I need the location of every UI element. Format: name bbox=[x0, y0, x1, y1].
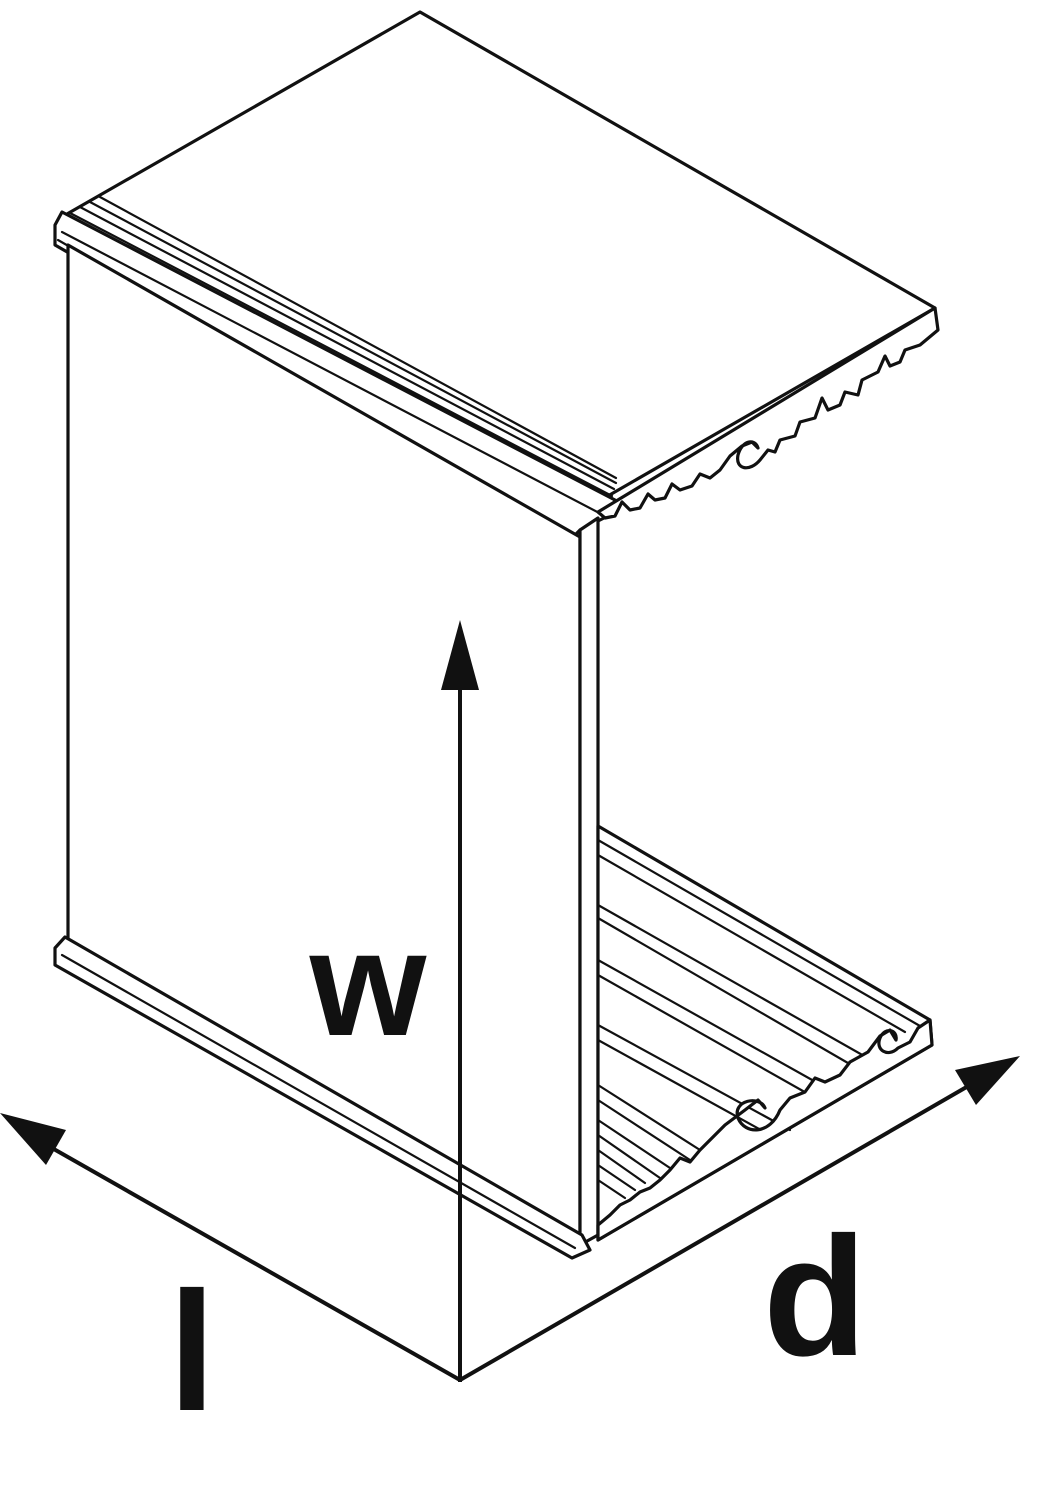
l-dimension-line bbox=[51, 1146, 461, 1382]
depth-label: d bbox=[763, 1202, 867, 1392]
top-flange-profile-edge bbox=[596, 306, 940, 520]
width-label: w bbox=[309, 899, 427, 1067]
web-panel bbox=[66, 243, 600, 1247]
bottom-flange-ribs bbox=[596, 838, 922, 1200]
w-arrow-head bbox=[441, 620, 479, 690]
dimension-l bbox=[0, 1113, 461, 1382]
d-arrow-head bbox=[955, 1056, 1020, 1105]
dimension-d bbox=[458, 1056, 1020, 1382]
d-dimension-line bbox=[458, 1083, 972, 1382]
length-label: l bbox=[168, 1257, 215, 1447]
web-edge bbox=[578, 516, 600, 1247]
l-arrow-head bbox=[0, 1113, 66, 1165]
bottom-flange-front-lip bbox=[53, 935, 592, 1260]
top-flange bbox=[53, 10, 940, 542]
bottom-flange bbox=[53, 824, 934, 1260]
dimension-w bbox=[441, 620, 479, 1382]
bottom-flange-profile-edge bbox=[596, 1018, 934, 1242]
